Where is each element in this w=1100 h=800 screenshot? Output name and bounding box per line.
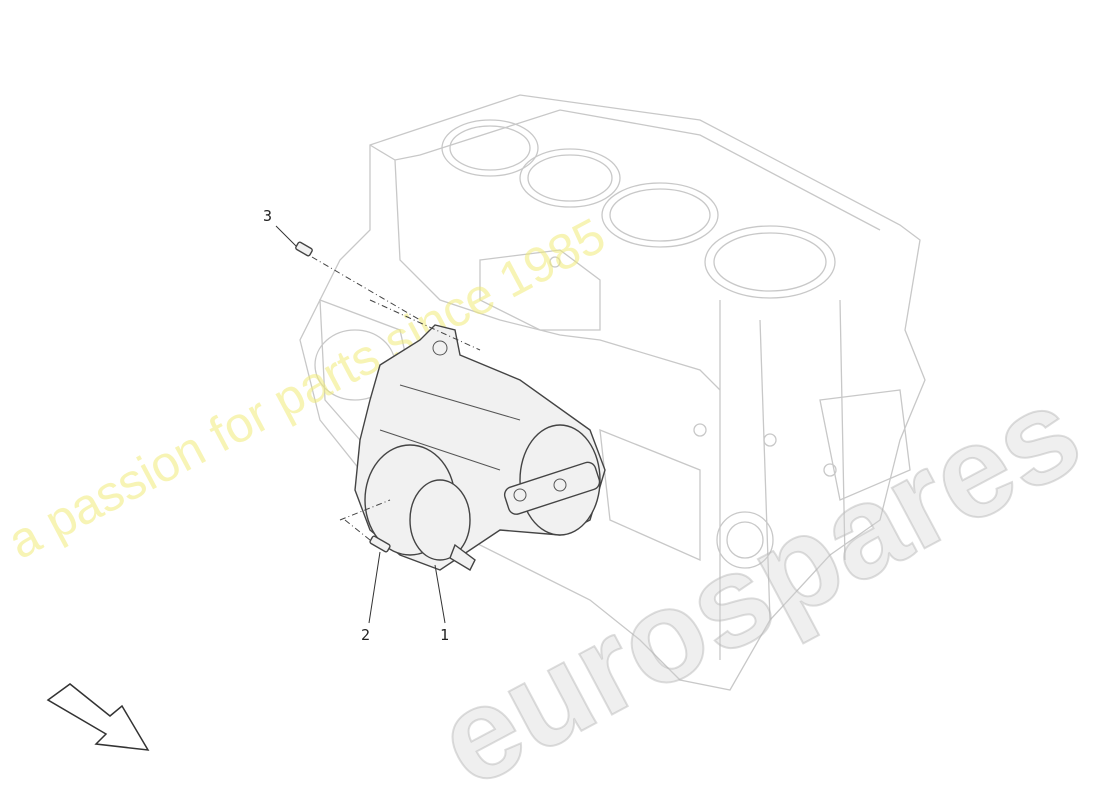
arrow-down-right-icon <box>46 683 150 751</box>
callout-3[interactable]: 3 <box>263 207 272 225</box>
leader-3 <box>275 225 297 247</box>
leader-2 <box>368 551 381 624</box>
leader-1 <box>434 564 446 624</box>
callout-2[interactable]: 2 <box>361 626 370 644</box>
bolt-3[interactable] <box>295 241 313 257</box>
engine-block <box>299 94 926 691</box>
callout-1[interactable]: 1 <box>440 626 449 644</box>
bolt-2[interactable] <box>369 535 391 553</box>
starter-motor[interactable] <box>354 324 606 571</box>
